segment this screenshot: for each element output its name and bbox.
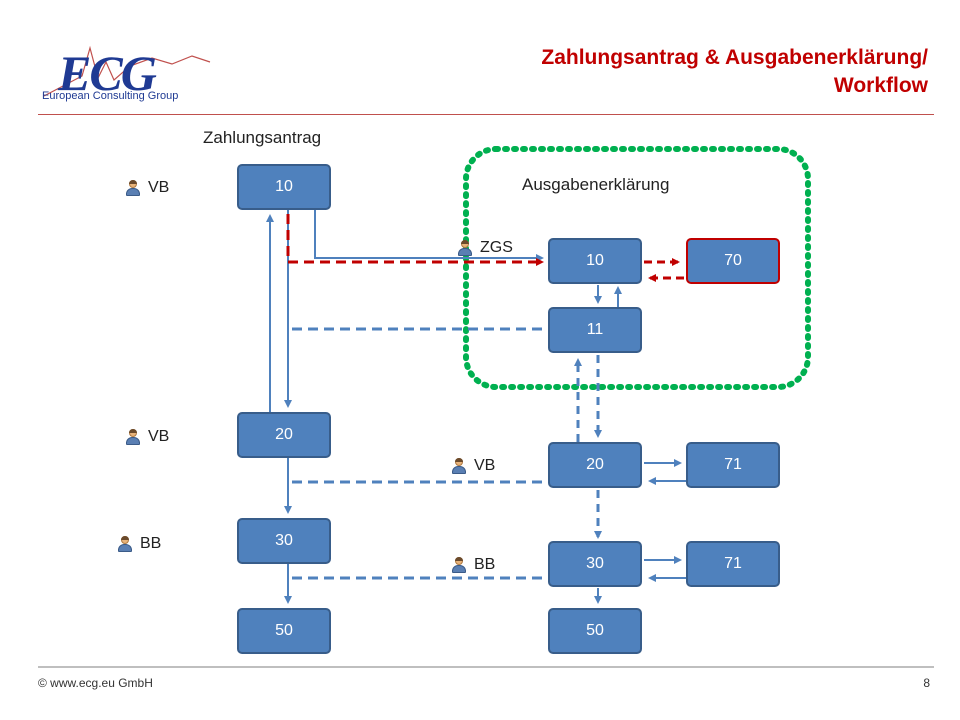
logo [42, 42, 217, 108]
zahlungsantrag-label: Zahlungsantrag [203, 128, 322, 147]
za-step-20-box[interactable]: 20 [237, 412, 331, 458]
logo-subtitle: European Consulting Group [42, 90, 179, 102]
footer-page-number: 8 [923, 676, 930, 690]
ae-step-50-box[interactable]: 50 [548, 608, 642, 654]
ausgabenerklaerung-group [463, 146, 811, 390]
za-step-30-box[interactable]: 30 [237, 518, 331, 564]
role-vb-right: VB [452, 457, 495, 475]
page-title-line2: Workflow [833, 74, 928, 97]
role-vb-top-label: VB [148, 179, 170, 196]
person-icon [126, 180, 140, 196]
person-icon [126, 429, 140, 445]
person-icon [452, 557, 466, 573]
za-step-50-box[interactable]: 50 [237, 608, 331, 654]
role-bb-right: BB [452, 556, 495, 574]
ausgabenerklaerung-label: Ausgabenerklärung [522, 175, 670, 194]
role-vb-right-label: VB [474, 457, 496, 474]
role-bb-left: BB [118, 535, 161, 553]
ae-step-20-box[interactable]: 20 [548, 442, 642, 488]
person-icon [458, 240, 472, 256]
page-title: Zahlungsantrag & Ausgabenerklärung/ Work… [368, 44, 928, 100]
za-step-10-box[interactable]: 10 [237, 164, 331, 210]
role-bb-right-label: BB [474, 556, 496, 573]
ae-step-30-box[interactable]: 30 [548, 541, 642, 587]
ae-step-71b-box[interactable]: 71 [686, 541, 780, 587]
ae-step-70-box[interactable]: 70 [686, 238, 780, 284]
logo-mountain-icon [43, 45, 211, 97]
role-vb-top: VB [126, 179, 169, 197]
role-bb-left-label: BB [140, 535, 162, 552]
person-icon [452, 458, 466, 474]
arrow-za10-to-ae10 [314, 210, 544, 262]
header-divider [38, 114, 934, 115]
role-vb-mid-label: VB [148, 428, 170, 445]
person-icon [118, 536, 132, 552]
ae-step-11-box[interactable]: 11 [548, 307, 642, 353]
role-zgs: ZGS [458, 239, 513, 257]
logo-ecg-text: ECG [58, 45, 157, 101]
ae-step-71a-box[interactable]: 71 [686, 442, 780, 488]
role-vb-mid: VB [126, 428, 169, 446]
page-title-line1: Zahlungsantrag & Ausgabenerklärung/ [541, 46, 928, 69]
ae-step-10-box[interactable]: 10 [548, 238, 642, 284]
role-zgs-label: ZGS [480, 239, 513, 256]
footer-copyright: © www.ecg.eu GmbH [38, 676, 153, 690]
dashed-red-za10-to-ae10 [286, 214, 544, 266]
